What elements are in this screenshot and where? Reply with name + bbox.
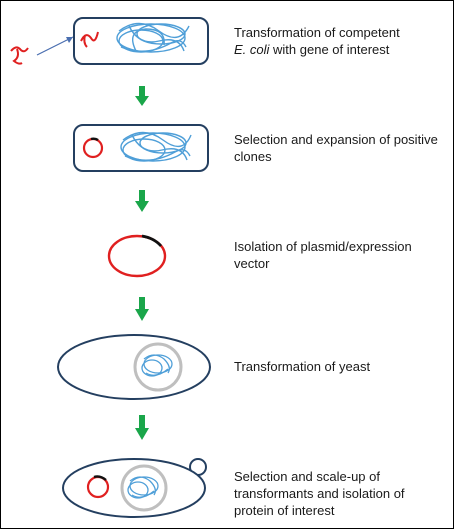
step-label-3: Isolation of plasmid/expression vector <box>234 239 412 271</box>
free-gene-fragment <box>10 46 29 65</box>
step4-illustration <box>57 334 211 400</box>
step3-illustration <box>107 234 167 278</box>
yeast-nucleus <box>133 342 183 392</box>
yeast-nucleus-2 <box>120 464 168 512</box>
step-arrow-4 <box>135 415 149 440</box>
uptake-arrowhead <box>66 37 73 43</box>
chromosome-2 <box>120 131 192 162</box>
step2-illustration <box>73 124 209 172</box>
step-label-4: Transformation of yeast <box>234 359 371 374</box>
step1-text-rest: with gene of interest <box>269 42 390 57</box>
step-arrow-2 <box>135 190 149 212</box>
gene-in-cell <box>80 31 99 48</box>
step-arrow-3 <box>135 297 149 321</box>
step-label-2: Selection and expansion of positive clon… <box>234 132 438 164</box>
step1-text: Transformation of competent <box>234 25 400 40</box>
step1-illustration <box>10 17 209 65</box>
chromosome-1 <box>116 22 190 53</box>
ecoli-cell-1 <box>73 17 209 65</box>
plasmid-insert <box>141 234 163 247</box>
isolated-plasmid <box>107 234 167 278</box>
uptake-arrow <box>36 36 74 56</box>
yeast-chromosome-2 <box>127 476 159 499</box>
step-label-1: Transformation of competent E. coli with… <box>234 24 444 58</box>
step5-illustration <box>62 458 207 518</box>
step-arrow-1 <box>135 86 149 106</box>
step1-italic: E. coli <box>234 42 270 57</box>
yeast-chromosome <box>141 354 173 377</box>
step-label-5: Selection and scale-up of transformants … <box>234 469 405 518</box>
